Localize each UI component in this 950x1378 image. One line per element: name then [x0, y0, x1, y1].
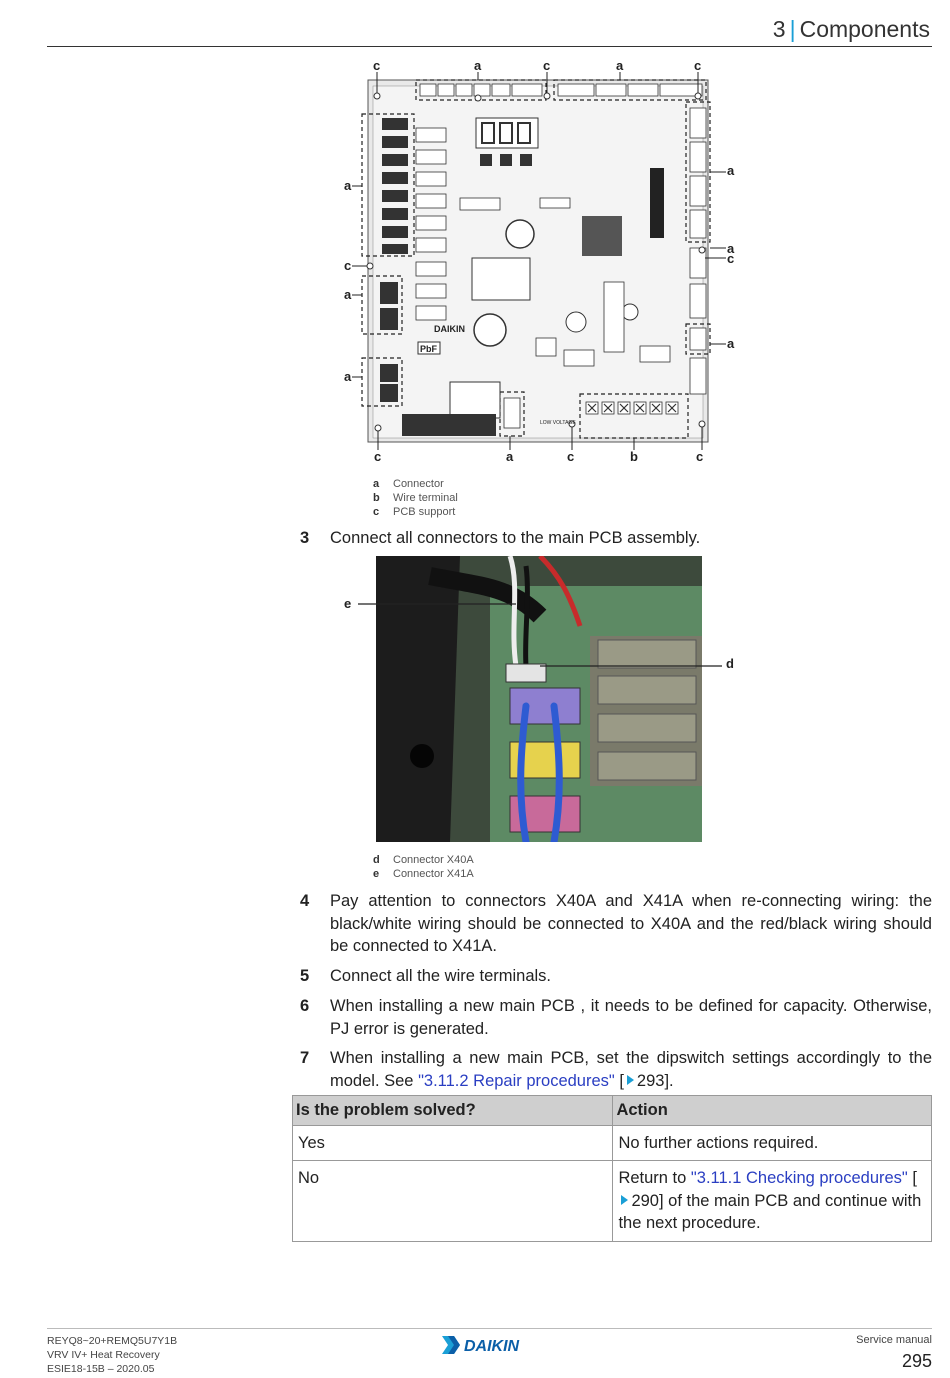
- step-number: 5: [300, 967, 310, 985]
- page-ref-arrow-icon: [626, 1074, 634, 1085]
- header-separator: |: [789, 16, 796, 42]
- action-text: ] of the main PCB and continue with the …: [618, 1191, 922, 1233]
- legend-label: Connector X41A: [393, 868, 474, 880]
- footer-doc-info: REYQ8~20+REMQ5U7Y1B VRV IV+ Heat Recover…: [47, 1334, 177, 1376]
- callout-label: b: [630, 449, 638, 464]
- callout-label-d: d: [726, 656, 734, 671]
- connector-photo: [358, 556, 722, 842]
- step-4: 4 Pay attention to connectors X40A and X…: [300, 890, 932, 958]
- footer-doc-type: Service manual: [856, 1334, 932, 1346]
- board-brand: DAIKIN: [434, 324, 465, 334]
- bracket: [: [907, 1169, 917, 1187]
- board-low-voltage: LOW VOLTAGE: [540, 420, 576, 426]
- chapter-number: 3: [772, 16, 786, 42]
- chapter-header: 3|Components: [773, 16, 930, 43]
- step-3: 3 Connect all connectors to the main PCB…: [300, 527, 932, 550]
- step-6: 6 When installing a new main PCB , it ne…: [300, 995, 932, 1040]
- legend-item: b Wire terminal: [373, 491, 458, 505]
- step-number: 7: [300, 1049, 310, 1067]
- step-text: Connect all the wire terminals.: [330, 967, 552, 985]
- legend-key: b: [373, 492, 380, 504]
- repair-procedures-link[interactable]: "3.11.2 Repair procedures": [418, 1071, 615, 1090]
- board-pbf: PbF: [420, 344, 438, 354]
- callout-label-e: e: [344, 596, 352, 611]
- page-ref[interactable]: 290: [631, 1191, 659, 1210]
- callout-label: a: [474, 58, 482, 73]
- legend-item: d Connector X40A: [373, 853, 474, 867]
- answer-cell: No: [291, 1160, 614, 1242]
- bracket: ].: [664, 1071, 674, 1090]
- legend-key: d: [373, 854, 380, 866]
- callout-label: a: [727, 336, 735, 351]
- page-ref-arrow-icon: [621, 1194, 629, 1205]
- step-text: Pay attention to connectors X40A and X41…: [330, 892, 932, 955]
- legend-key: c: [373, 506, 380, 518]
- callout-label: c: [696, 449, 704, 464]
- callout-label: c: [694, 58, 702, 73]
- legend-item: e Connector X41A: [373, 867, 474, 881]
- callout-label: c: [374, 449, 382, 464]
- legend-label: Connector X40A: [393, 854, 474, 866]
- legend-key: a: [373, 478, 380, 490]
- action-cell: No further actions required.: [612, 1124, 932, 1161]
- callout-label: a: [727, 163, 735, 178]
- legend-label: Connector: [393, 478, 444, 490]
- step-text: Connect all connectors to the main PCB a…: [330, 529, 701, 547]
- connector-group-top-left: [415, 79, 547, 101]
- step-text-part: When installing a new main PCB, set the …: [330, 1049, 932, 1090]
- figure2-legend: d Connector X40A e Connector X41A: [373, 853, 474, 881]
- callout-label: c: [567, 449, 575, 464]
- step-text: When installing a new main PCB, set the …: [330, 1047, 932, 1092]
- connector-group-left-upper: [361, 113, 415, 257]
- column-header: Is the problem solved?: [291, 1095, 614, 1126]
- callout-label: c: [344, 258, 352, 273]
- callout-label: a: [344, 178, 352, 193]
- column-header: Action: [612, 1095, 932, 1126]
- page-number: 295: [901, 1351, 932, 1371]
- action-text: Return to: [618, 1169, 691, 1187]
- bracket: [: [614, 1071, 624, 1090]
- step-text: When installing a new main PCB , it need…: [330, 997, 932, 1038]
- step-number: 6: [300, 997, 310, 1015]
- footer-model: REYQ8~20+REMQ5U7Y1B: [47, 1335, 178, 1347]
- legend-label: PCB support: [393, 506, 456, 518]
- connector-group-left-lower: [361, 357, 403, 407]
- step-5: 5 Connect all the wire terminals.: [300, 965, 932, 988]
- footer-rule: [47, 1328, 932, 1329]
- callout-label: c: [727, 251, 735, 266]
- footer-doc-id: ESIE18-15B – 2020.05: [47, 1363, 155, 1375]
- pcb-figure: DAIKIN PbF LOW VOLTAGE: [352, 72, 726, 450]
- connector-group-top-right: [553, 79, 707, 101]
- problem-solved-table: Is the problem solved? Action Yes No fur…: [291, 1095, 932, 1242]
- callout-label: a: [344, 287, 352, 302]
- step-number: 3: [300, 529, 310, 547]
- legend-key: e: [373, 868, 380, 880]
- daikin-logo: DAIKIN: [442, 1336, 520, 1355]
- logo-text: DAIKIN: [464, 1338, 520, 1355]
- callout-label: a: [344, 369, 352, 384]
- table-header-row: Is the problem solved? Action: [291, 1095, 932, 1126]
- callout-label: a: [506, 449, 514, 464]
- chapter-title: Components: [799, 16, 930, 42]
- answer-cell: Yes: [291, 1124, 614, 1161]
- callout-label: a: [727, 241, 735, 256]
- table-row: Yes No further actions required.: [291, 1124, 932, 1161]
- callout-label: c: [543, 58, 551, 73]
- table-row: No Return to "3.11.1 Checking procedures…: [291, 1160, 932, 1242]
- step-7: 7 When installing a new main PCB, set th…: [300, 1047, 932, 1092]
- legend-item: a Connector: [373, 477, 458, 491]
- header-rule: [47, 46, 932, 47]
- connector-group-right-lower: [685, 323, 711, 355]
- figure1-legend: a Connector b Wire terminal c PCB support: [373, 477, 458, 519]
- legend-label: Wire terminal: [393, 492, 458, 504]
- action-cell: Return to "3.11.1 Checking procedures" […: [612, 1160, 932, 1242]
- checking-procedures-link[interactable]: "3.11.1 Checking procedures": [690, 1169, 908, 1187]
- callout-label: a: [616, 58, 624, 73]
- footer-product: VRV IV+ Heat Recovery: [47, 1349, 160, 1361]
- step-number: 4: [300, 892, 310, 910]
- legend-item: c PCB support: [373, 505, 458, 519]
- callout-label: c: [373, 58, 381, 73]
- page-ref[interactable]: 293: [636, 1071, 665, 1090]
